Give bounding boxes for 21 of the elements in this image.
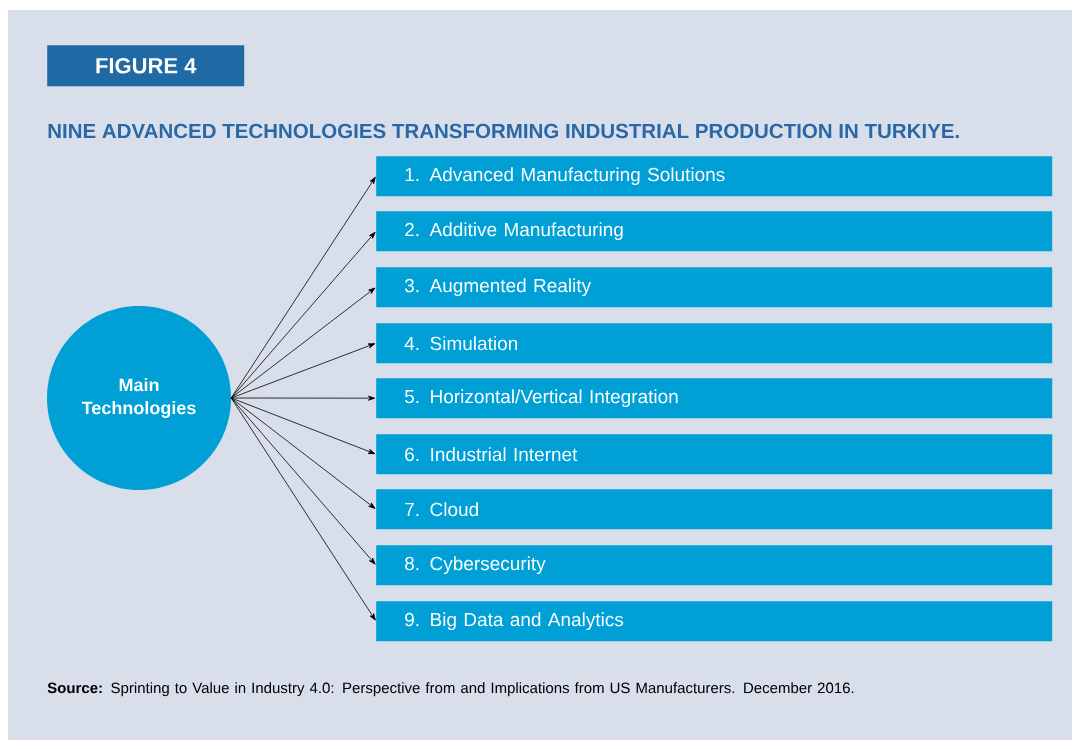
arrow xyxy=(230,231,376,399)
technology-box: 3. Augmented Reality xyxy=(376,267,1053,308)
arrow xyxy=(230,287,376,399)
technology-box: 9. Big Data and Analytics xyxy=(376,601,1053,642)
arrow xyxy=(230,343,376,399)
technology-box: 2. Additive Manufacturing xyxy=(376,211,1053,252)
figure-title: NINE ADVANCED TECHNOLOGIES TRANSFORMING INDUSTRIAL PRODUCTION IN TURKIYE. xyxy=(48,123,959,139)
technology-box: 6. Industrial Internet xyxy=(376,434,1053,475)
technology-box: 1. Advanced Manufacturing Solutions xyxy=(376,156,1053,197)
arrow xyxy=(230,397,376,565)
technology-box: 8. Cybersecurity xyxy=(376,545,1053,586)
figure-label-box: FIGURE 4 xyxy=(47,45,245,87)
technology-box: 4. Simulation xyxy=(376,323,1053,364)
technology-box: 5. Horizontal/Vertical Integration xyxy=(376,378,1053,419)
arrow xyxy=(230,397,376,621)
arrow xyxy=(230,397,376,455)
arrow xyxy=(230,176,376,399)
source-note: Source: Sprinting to Value in Industry 4.0: Perspective from and Implications from US Manufacturers. December 2016. xyxy=(47,682,854,697)
arrow xyxy=(230,395,376,401)
arrow xyxy=(230,397,376,509)
technology-box: 7. Cloud xyxy=(376,489,1053,530)
